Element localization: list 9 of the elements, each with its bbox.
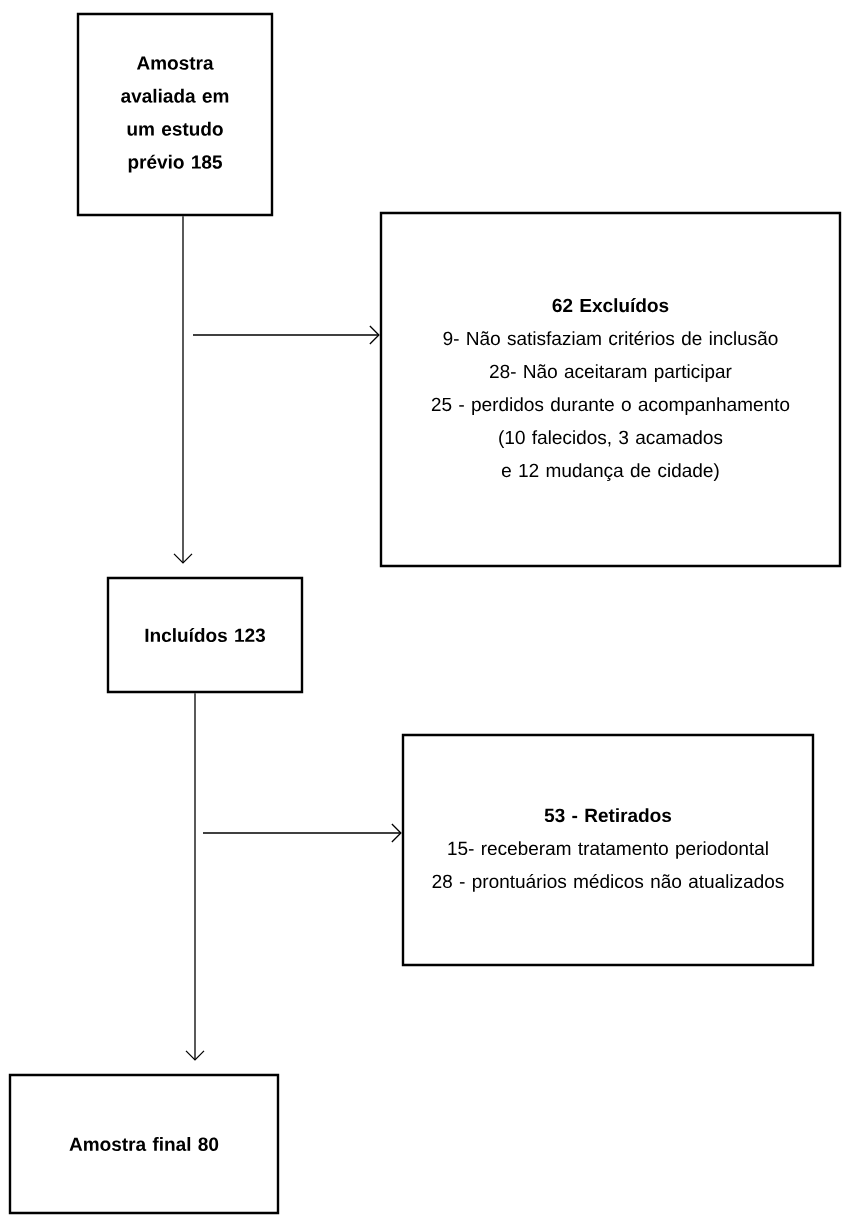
flow-box: Incluídos 123 (106, 576, 304, 694)
arrow (173, 215, 193, 564)
arrow (192, 325, 380, 345)
flow-box: Amostra final 80 (8, 1073, 280, 1215)
arrow (185, 692, 205, 1061)
flow-box: 62 Excluídos 9- Não satisfaziam critérios de inclusão 28- Não aceitaram participar 25 - perdidos durante o acompanhamento (10 falecidos, 3 acamados e 12 mudança de cidade) (379, 211, 842, 568)
arrow (202, 823, 402, 843)
flow-box: Amostra avaliada em um estudo prévio 185 (76, 12, 274, 217)
flow-box: 53 - Retirados 15- receberam tratamento periodontal 28 - prontuários médicos não atualizados (401, 733, 815, 967)
